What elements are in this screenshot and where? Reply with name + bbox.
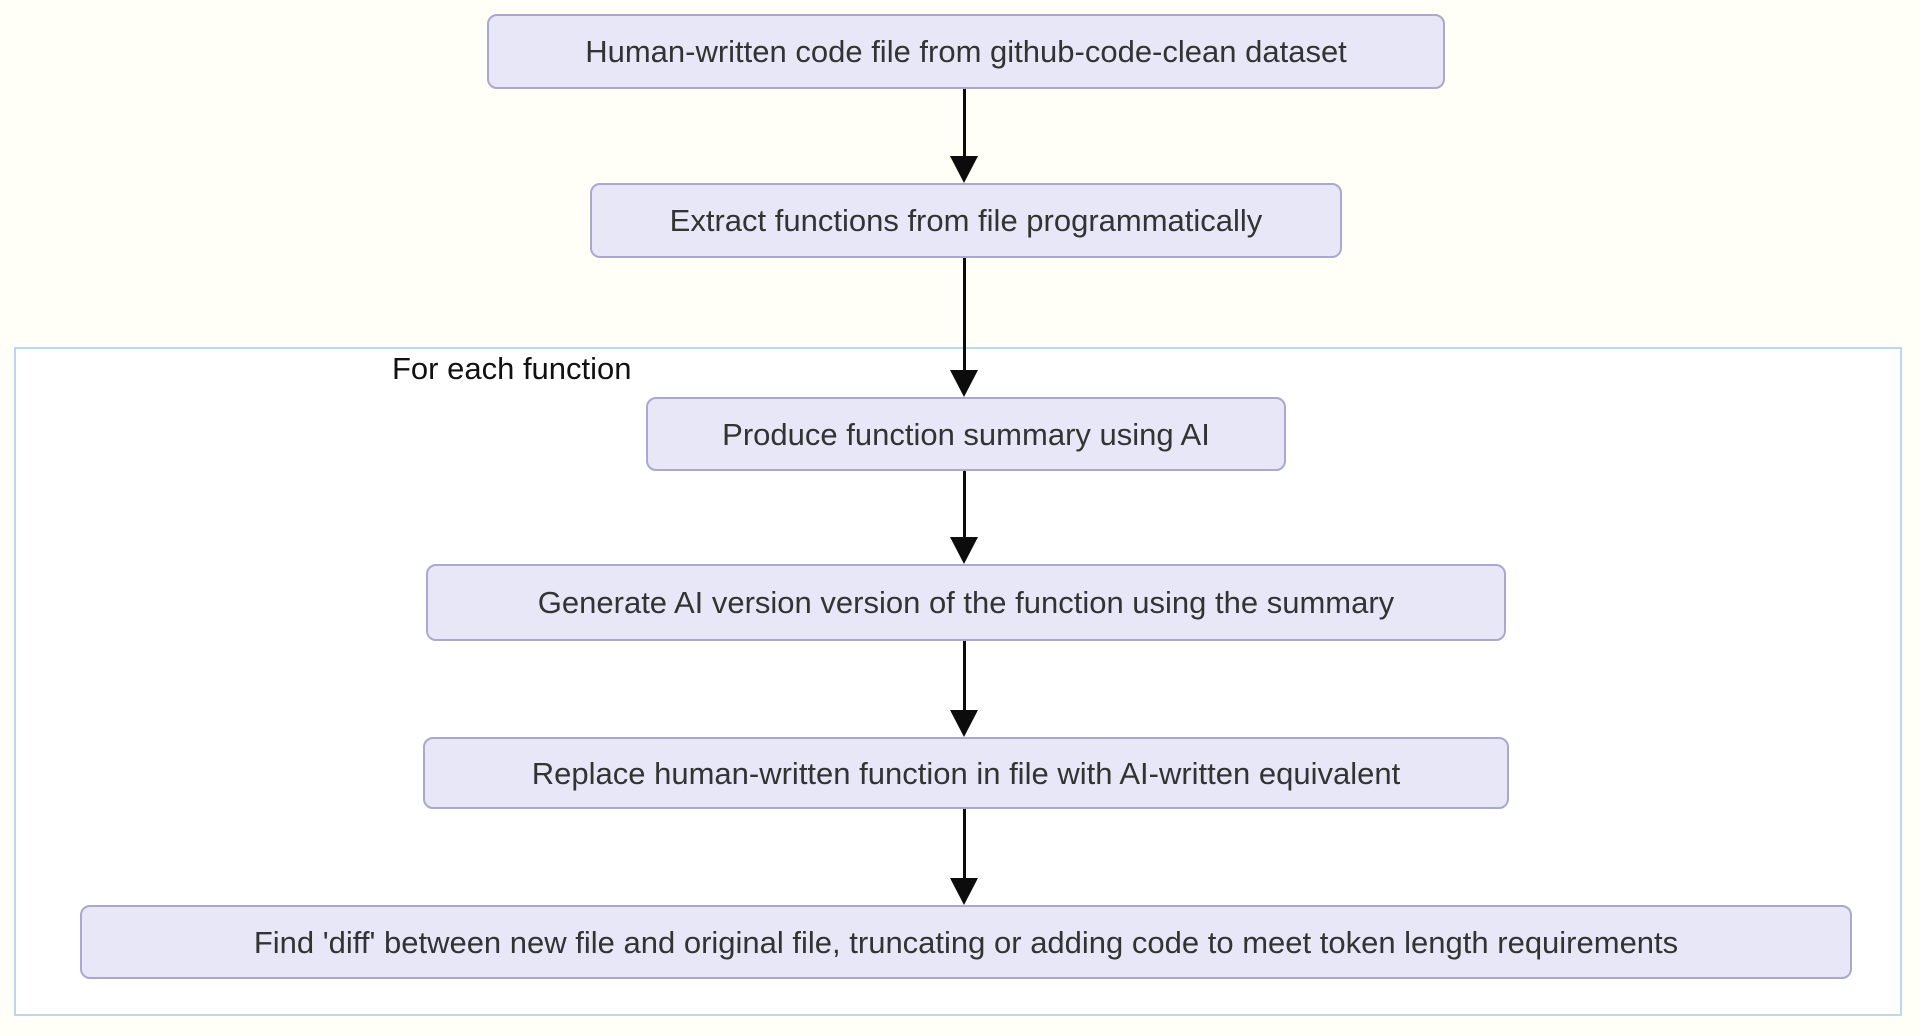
arrow-head-icon: [950, 370, 978, 397]
arrow-line: [962, 471, 966, 537]
arrow-5: [950, 809, 978, 905]
arrow-line: [962, 258, 966, 370]
node-find-diff: Find 'diff' between new file and origina…: [80, 905, 1852, 979]
arrow-head-icon: [950, 537, 978, 564]
arrow-head-icon: [950, 710, 978, 737]
node-extract-functions: Extract functions from file programmatic…: [590, 183, 1342, 258]
arrow-3: [950, 471, 978, 564]
arrow-head-icon: [950, 156, 978, 183]
node-generate-ai-version: Generate AI version version of the funct…: [426, 564, 1506, 641]
node-produce-function-summary: Produce function summary using AI: [646, 397, 1286, 471]
arrow-2: [950, 258, 978, 397]
arrow-line: [962, 641, 966, 710]
node-human-written-code-file: Human-written code file from github-code…: [487, 14, 1445, 89]
arrow-1: [950, 89, 978, 183]
node-replace-human-function: Replace human-written function in file w…: [423, 737, 1509, 809]
arrow-line: [962, 809, 966, 878]
arrow-line: [962, 89, 966, 156]
arrow-4: [950, 641, 978, 737]
arrow-head-icon: [950, 878, 978, 905]
for-each-function-group-label: For each function: [392, 351, 632, 386]
